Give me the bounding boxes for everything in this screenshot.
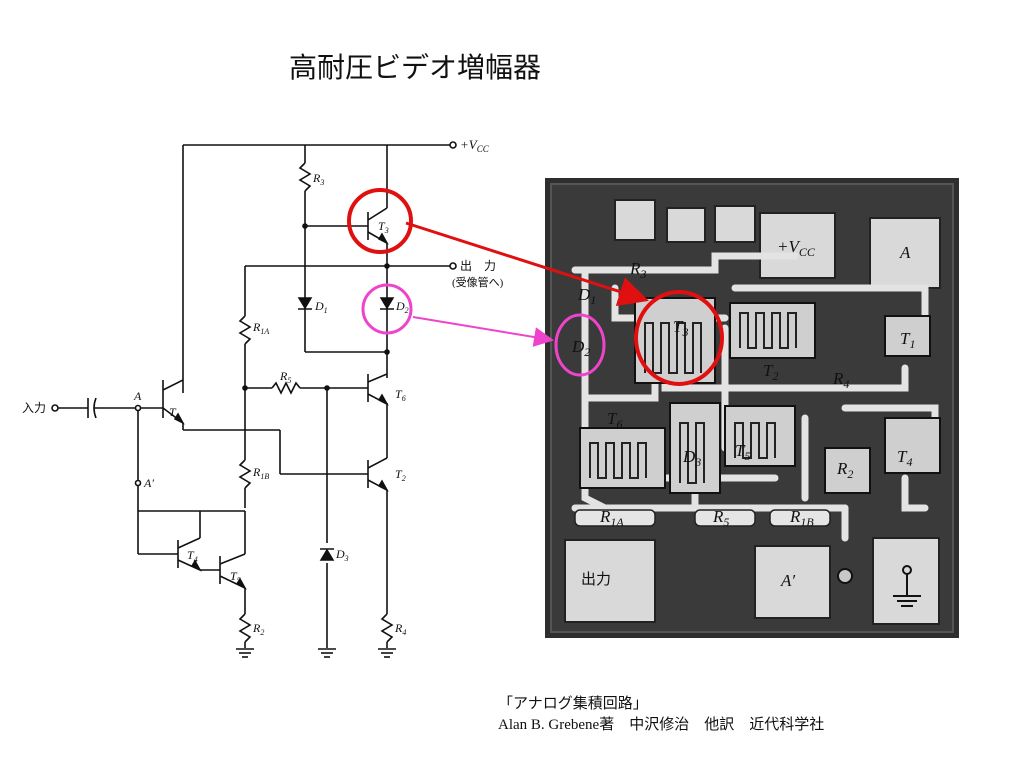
label-r4: R4 xyxy=(394,621,406,637)
label-d1: D1 xyxy=(314,299,328,315)
chip-pad-output: 出力 xyxy=(581,570,611,588)
label-r1a: R1A xyxy=(252,320,269,336)
chip-label-r1b: R1B xyxy=(789,507,814,529)
chip-label-t1: T1 xyxy=(900,329,915,351)
chip-label-r2: R2 xyxy=(836,459,853,481)
label-d3: D3 xyxy=(335,547,349,563)
label-d2: D2 xyxy=(395,299,409,315)
label-t6: T6 xyxy=(395,387,406,403)
chip-label-t4: T4 xyxy=(897,447,912,469)
label-t3: T3 xyxy=(378,219,389,235)
chip-label-vcc: +VCC xyxy=(777,237,816,259)
label-t2: T2 xyxy=(395,467,406,483)
label-t5: T5 xyxy=(230,569,241,585)
label-r5: R5 xyxy=(279,369,291,385)
circuit-schematic: +VCC 出 力 (受像管へ) 入力 A A′ R3 T3 D1 D2 R1A … xyxy=(22,137,504,658)
label-t1: T1 xyxy=(169,405,180,421)
chip-label-t2: T2 xyxy=(763,361,778,383)
chip-label-r1a: R1A xyxy=(599,507,624,529)
label-r2: R2 xyxy=(252,621,264,637)
vcc-label: +VCC xyxy=(460,137,490,154)
label-t4: T4 xyxy=(187,548,198,564)
chip-label-r4: R4 xyxy=(832,369,849,391)
node-a-prime-label: A′ xyxy=(143,476,154,490)
output-note: (受像管へ) xyxy=(452,275,504,289)
slide-title: 高耐圧ビデオ増幅器 xyxy=(288,51,541,84)
citation: 「アナログ集積回路」 Alan B. Grebene著 中沢修治 他訳 近代科学… xyxy=(498,694,824,736)
chip-pad-a: A xyxy=(899,243,911,262)
chip-layout-photo: R3 D1 D2 T3 T2 R4 T1 T6 D3 T5 R2 T4 R1A … xyxy=(545,178,959,638)
chip-label-t5: T5 xyxy=(735,441,750,463)
chip-label-r5: R5 xyxy=(712,507,729,529)
input-label: 入力 xyxy=(22,401,46,415)
output-label: 出 力 xyxy=(460,259,496,273)
label-r3: R3 xyxy=(312,171,324,187)
chip-pad-a-prime: A′ xyxy=(780,571,795,590)
chip-label-d3: D3 xyxy=(682,447,701,469)
citation-book: 「アナログ集積回路」 xyxy=(498,696,648,712)
citation-authors: Alan B. Grebene著 中沢修治 他訳 近代科学社 xyxy=(498,717,825,733)
label-r1b: R1B xyxy=(252,465,269,481)
node-a-label: A xyxy=(133,389,142,403)
chip-label-t6: T6 xyxy=(607,409,622,431)
